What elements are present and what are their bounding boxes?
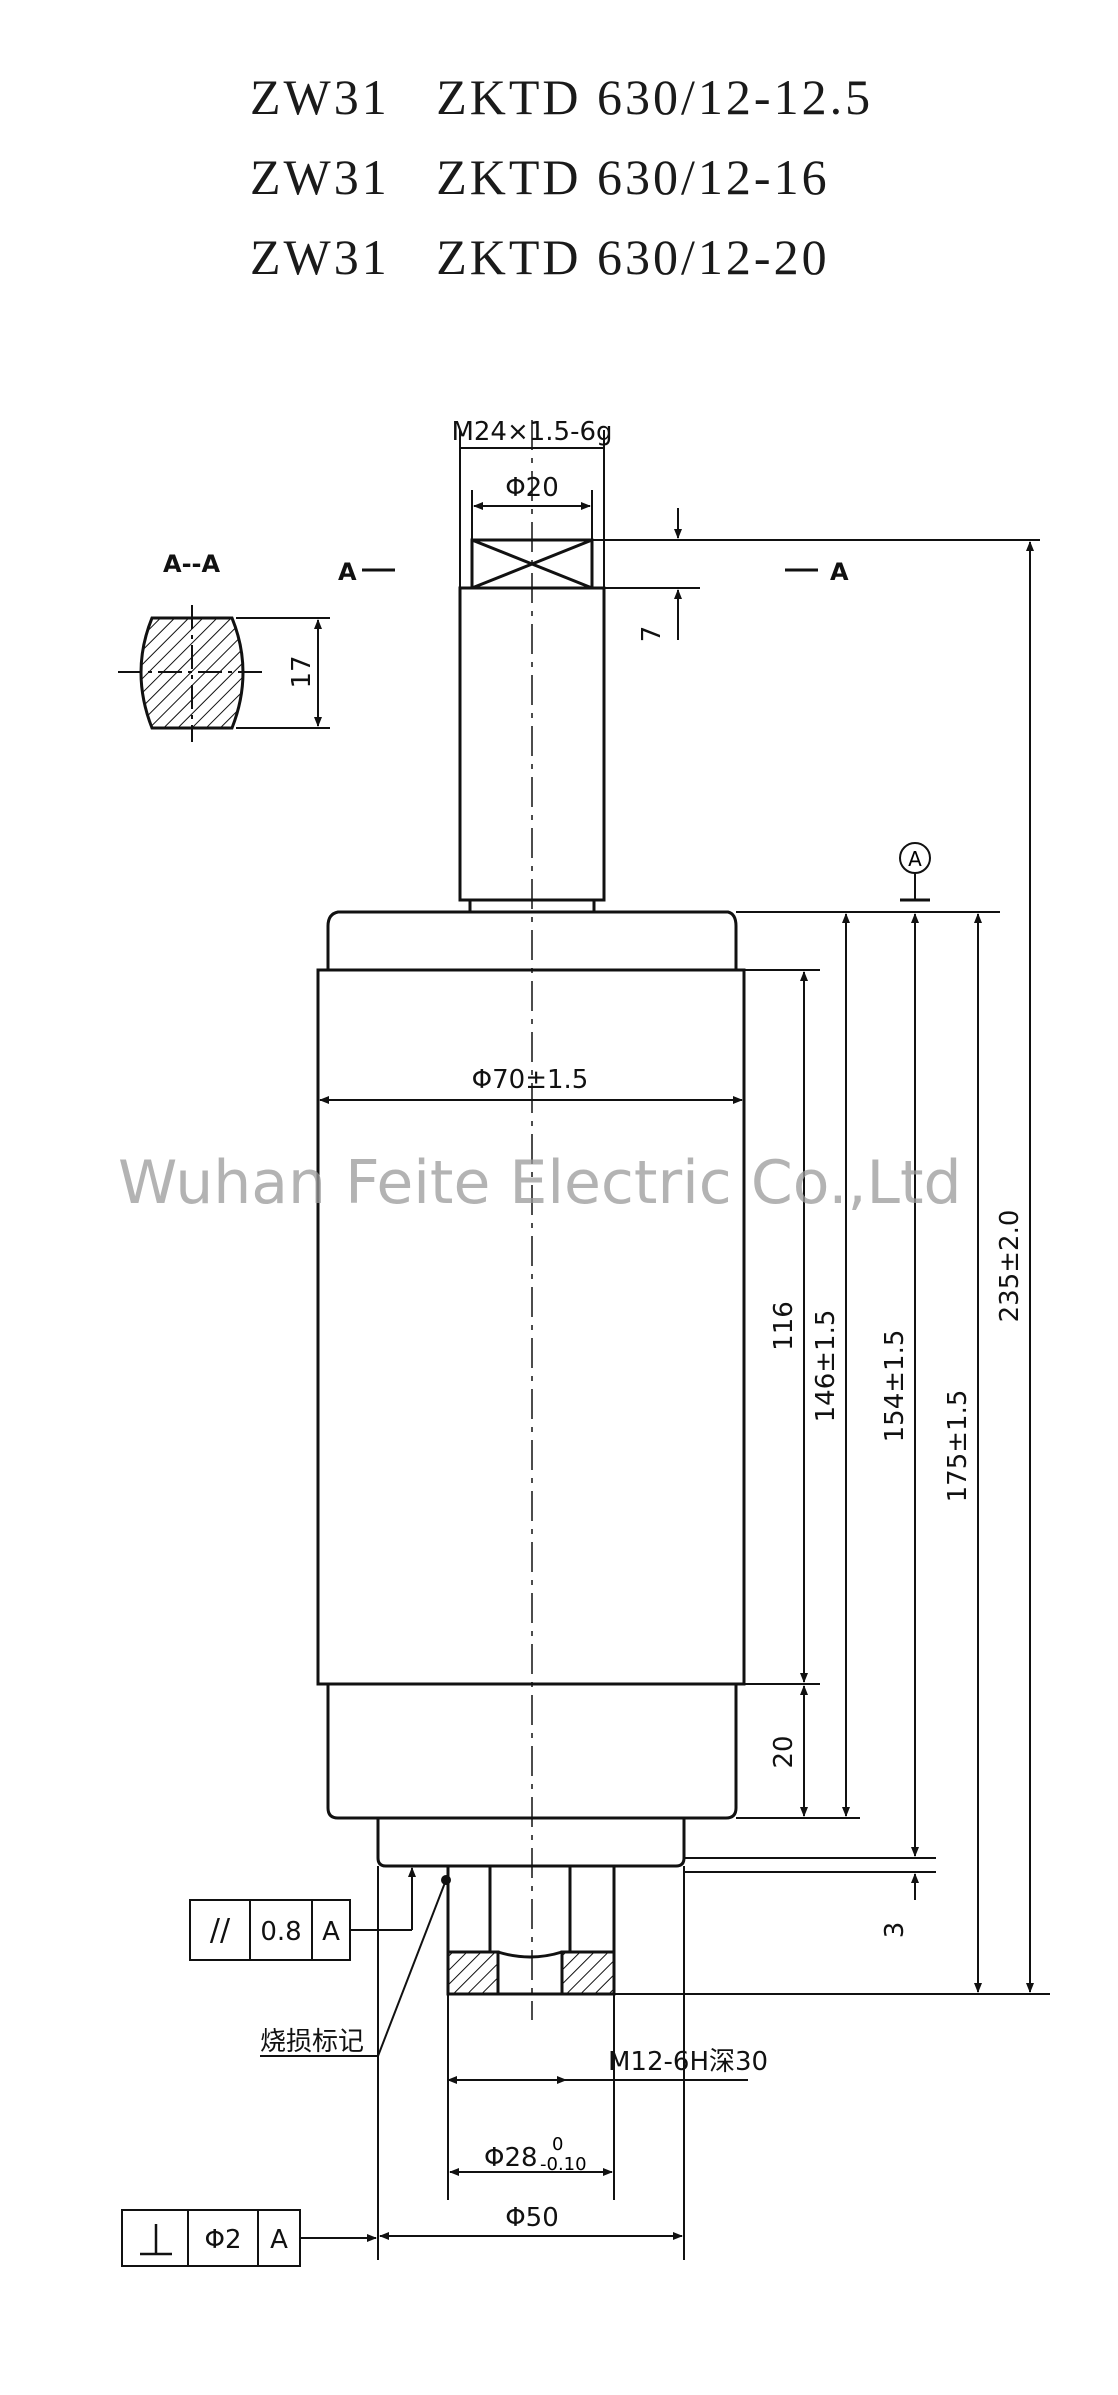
perpendicularity-frame bbox=[121, 2209, 377, 2267]
watermark: Wuhan Feite Electric Co.,Ltd bbox=[118, 1148, 962, 1218]
section-label: A--A bbox=[163, 550, 220, 578]
title-line-3: ZW31 ZKTD 630/12-20 bbox=[250, 228, 830, 286]
section-view bbox=[118, 605, 330, 742]
dim-50-label: Φ50 bbox=[505, 2203, 559, 2233]
dim-154-label: 154±1.5 bbox=[880, 1330, 910, 1443]
dim-3-label: 3 bbox=[880, 1922, 910, 1939]
model-label: ZKTD 630/12-12.5 bbox=[436, 69, 874, 125]
model-label: ZKTD 630/12-16 bbox=[436, 149, 830, 205]
series-label: ZW31 bbox=[250, 149, 390, 205]
dim-m12-label: M12-6H深30 bbox=[608, 2047, 768, 2077]
bottom-stud bbox=[446, 1864, 616, 1996]
parallelism-value: 0.8 bbox=[260, 1917, 301, 1947]
dim-146-label: 146±1.5 bbox=[811, 1310, 841, 1423]
dim-17-label: 17 bbox=[287, 655, 317, 688]
dim-28-upper: 0 bbox=[552, 2134, 563, 2155]
title-line-1: ZW31 ZKTD 630/12-12.5 bbox=[250, 68, 873, 126]
dim-7-label: 7 bbox=[637, 626, 667, 643]
dim-28-lower: -0.10 bbox=[540, 2154, 587, 2175]
perpendicularity-datum: A bbox=[270, 2225, 288, 2255]
dim-28-label: Φ28 bbox=[484, 2143, 538, 2173]
series-label: ZW31 bbox=[250, 69, 390, 125]
flange bbox=[376, 1816, 686, 1868]
dim-20-label: Φ20 bbox=[505, 473, 559, 503]
bottom-cap bbox=[326, 1682, 738, 1820]
model-label: ZKTD 630/12-20 bbox=[436, 229, 830, 285]
dim-175-label: 175±1.5 bbox=[943, 1390, 973, 1503]
perpendicularity-value: Φ2 bbox=[204, 2225, 241, 2255]
datum-label: A bbox=[908, 847, 922, 871]
burn-mark-label: 烧损标记 bbox=[260, 2027, 364, 2057]
title-line-2: ZW31 ZKTD 630/12-16 bbox=[250, 148, 830, 206]
cut-label-left: A bbox=[338, 558, 357, 586]
burn-mark-leader bbox=[377, 1879, 447, 2057]
dim-116-label: 116 bbox=[769, 1301, 799, 1351]
parallelism-symbol: // bbox=[210, 1913, 231, 1948]
parallelism-frame bbox=[189, 1867, 416, 1961]
dim-235-label: 235±2.0 bbox=[995, 1210, 1025, 1323]
parallelism-datum: A bbox=[322, 1917, 340, 1947]
cut-label-right: A bbox=[830, 558, 849, 586]
dim-thread-label: M24×1.5-6g bbox=[451, 417, 612, 447]
dim-20b-label: 20 bbox=[769, 1735, 799, 1768]
series-label: ZW31 bbox=[250, 229, 390, 285]
dim-70-label: Φ70±1.5 bbox=[472, 1065, 589, 1095]
